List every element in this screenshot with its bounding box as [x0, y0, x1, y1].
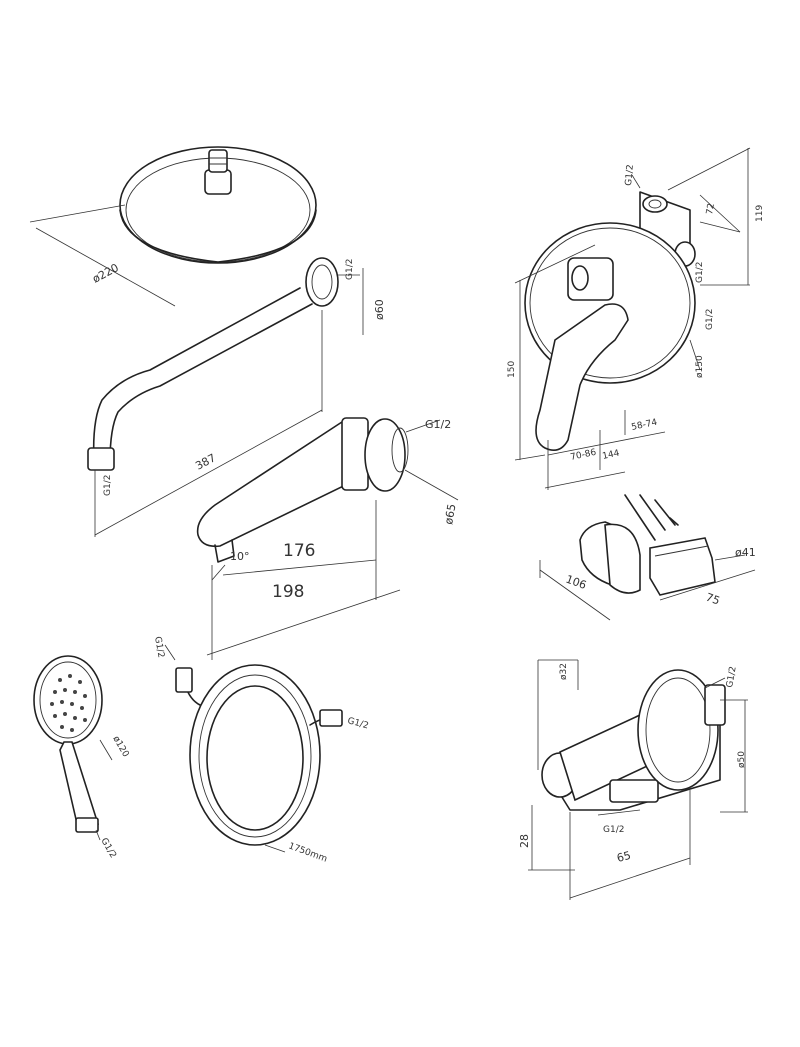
head-diameter-label: ø220	[90, 261, 121, 285]
shower-hose: G1/2 G1/2 1750mm	[152, 636, 370, 865]
mixer-plate-diameter-label: ø150	[695, 355, 705, 378]
mixer-depth-a-label: 72	[705, 203, 717, 216]
outlet-thread-bottom-label: G1/2	[603, 825, 624, 835]
spout-flange-label: ø65	[442, 503, 458, 526]
mixer-thread-top-label: G1/2	[624, 164, 636, 186]
arm-thread-top-label: G1/2	[345, 259, 355, 280]
outlet-thread-top-label: G1/2	[725, 666, 739, 689]
shower-head: ø220	[29, 146, 317, 307]
hose-thread-b-label: G1/2	[346, 716, 369, 731]
mixer-width-label: 144	[602, 449, 621, 462]
holder-width-label: 75	[704, 591, 722, 608]
bath-spout: G1/2 ø65 10° 176 198	[196, 417, 459, 660]
spout-thread-label: G1/2	[425, 418, 451, 431]
mixer-thread-side-1-label: G1/2	[695, 262, 705, 283]
concealed-mixer: 150 70-86 144 58-74 G1/2 72 119 G1/2 G1/…	[507, 147, 765, 490]
hand-shower-thread-label: G1/2	[98, 837, 117, 861]
outlet-small-diameter-label: ø32	[559, 663, 569, 680]
mixer-height-label: 150	[507, 361, 517, 378]
mixer-range-2-label: 58-74	[631, 418, 659, 433]
hand-shower: ø120 G1/2	[33, 655, 131, 861]
wall-outlet: ø32 G1/2 ø50 28 G1/2 65	[518, 659, 748, 900]
spout-short-length-label: 176	[283, 541, 315, 561]
holder-length-label: 106	[564, 573, 588, 592]
holder-diameter-label: ø41	[735, 546, 756, 559]
spout-angle-label: 10°	[230, 550, 250, 563]
hose-length-label: 1750mm	[287, 841, 328, 864]
arm-flange-label: ø60	[373, 299, 386, 320]
mixer-thread-side-2-label: G1/2	[705, 309, 715, 330]
mixer-depth-b-label: 119	[755, 205, 765, 222]
spout-long-length-label: 198	[272, 582, 304, 602]
outlet-depth-label: 65	[615, 849, 632, 865]
hose-thread-a-label: G1/2	[152, 636, 166, 659]
arm-thread-bottom-label: G1/2	[103, 475, 113, 496]
shower-arm: G1/2 ø60 387 G1/2	[87, 257, 386, 537]
shower-holder: 106 75 ø41	[539, 494, 756, 621]
hand-shower-diameter-label: ø120	[110, 735, 130, 760]
outlet-large-diameter-label: ø50	[737, 751, 747, 768]
outlet-height-label: 28	[518, 834, 531, 848]
